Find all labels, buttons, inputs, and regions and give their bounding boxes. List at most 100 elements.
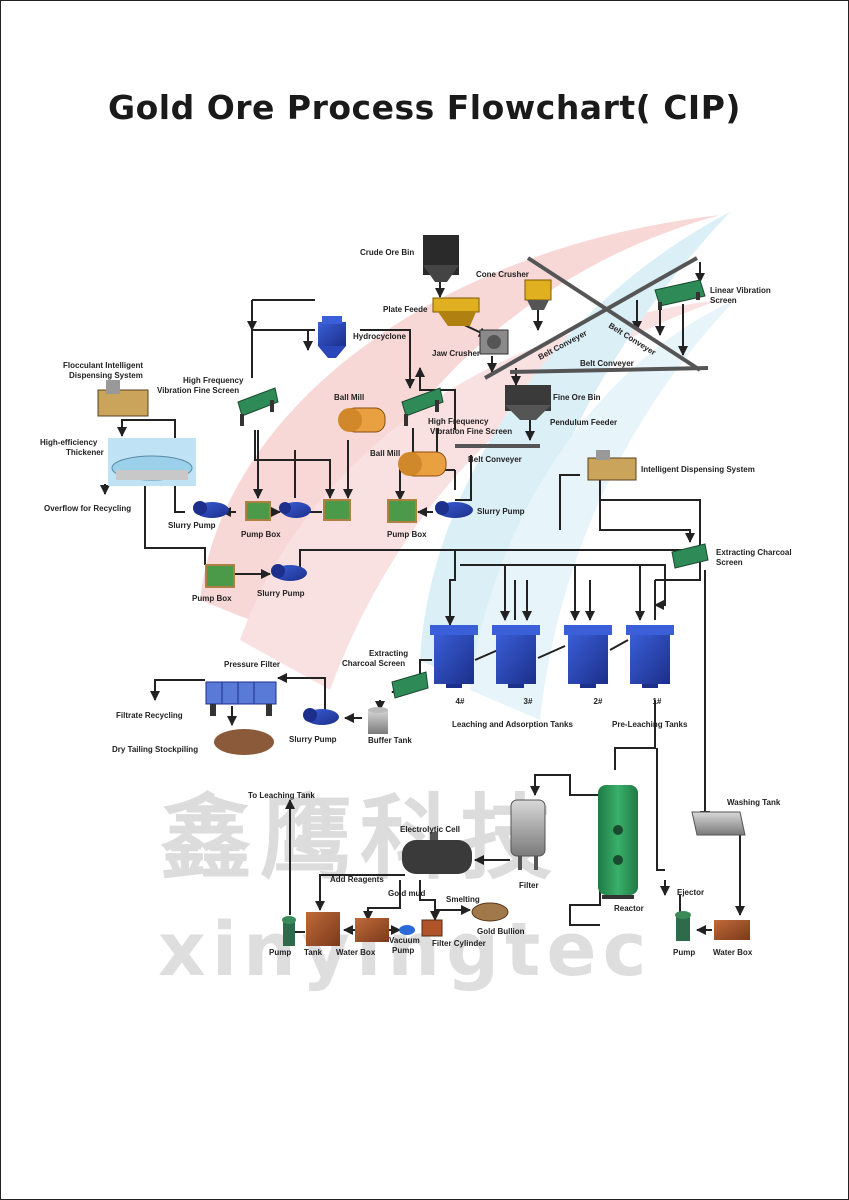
label-ball-mill-1: Ball Mill <box>334 393 364 402</box>
washing-tank <box>691 811 746 836</box>
electrolytic-cell <box>402 832 472 874</box>
pressure-filter <box>205 681 277 716</box>
label-extracting-charcoal-right-line1: Extracting Charcoal <box>716 548 792 557</box>
label-slurry-pump-4: Slurry Pump <box>289 735 337 744</box>
ball-mill-2 <box>398 451 447 477</box>
label-slurry-pump-2: Slurry Pump <box>477 507 525 516</box>
label-extracting-charcoal-left-line2: Charcoal Screen <box>342 659 405 668</box>
label-pendulum-feeder: Pendulum Feeder <box>550 418 617 427</box>
buffer-tank <box>368 707 388 734</box>
pump-box-3 <box>205 564 235 588</box>
slurry-pump-3 <box>271 564 307 581</box>
label-dry-tailing: Dry Tailing Stockpiling <box>112 745 198 754</box>
fine-ore-bin <box>505 385 551 420</box>
belt-conveyor-cross-2 <box>484 256 698 380</box>
label-extracting-charcoal-right-line2: Screen <box>716 558 743 567</box>
label-thickener-line1: High-efficiency <box>40 438 98 447</box>
hf-vibration-screen-right <box>401 387 444 426</box>
label-tank: Tank <box>304 948 323 957</box>
label-leaching-tanks: Leaching and Adsorption Tanks <box>452 720 573 729</box>
vacuum-pump <box>399 925 415 935</box>
label-cone-crusher: Cone Crusher <box>476 270 529 279</box>
label-smelting: Smelting <box>446 895 480 904</box>
watermark-english: xinyingtec <box>158 907 652 993</box>
leaching-tank-1 <box>626 625 674 688</box>
label-ejector: Ejector <box>677 888 704 897</box>
label-to-leaching-tank: To Leaching Tank <box>248 791 315 800</box>
label-ball-mill-2: Ball Mill <box>370 449 400 458</box>
label-vacuum-pump-line2: Pump <box>392 946 414 955</box>
page-title: Gold Ore Process Flowchart( CIP) <box>108 88 741 127</box>
slurry-pump-2 <box>435 501 473 518</box>
label-overflow-recycling: Overflow for Recycling <box>44 504 131 513</box>
tank-left <box>306 912 340 946</box>
intelligent-dispensing-system <box>587 450 637 481</box>
label-add-reagents: Add Reagents <box>330 875 384 884</box>
label-plate-feeder: Plate Feede <box>383 305 428 314</box>
label-jaw-crusher: Jaw Crusher <box>432 349 480 358</box>
label-flocculant-line1: Flocculant Intelligent <box>63 361 143 370</box>
slurry-pump-4 <box>303 708 339 725</box>
cone-crusher <box>524 279 552 310</box>
filter-cylinder <box>421 919 443 937</box>
label-pump-left: Pump <box>269 948 291 957</box>
label-filter: Filter <box>519 881 539 890</box>
label-belt-conveyer-4: Belt Conveyer <box>468 455 522 464</box>
label-hf-screen-left-line2: Vibration Fine Screen <box>157 386 239 395</box>
water-box-right <box>714 920 750 940</box>
leaching-tank-2 <box>564 625 612 688</box>
ball-mill-1 <box>338 407 386 433</box>
pump-left <box>282 916 296 946</box>
label-electrolytic-cell: Electrolytic Cell <box>400 825 460 834</box>
hydrocyclone <box>318 316 346 358</box>
pump-right <box>675 911 691 941</box>
label-hf-screen-left-line1: High Frequency <box>183 376 244 385</box>
label-water-box-left: Water Box <box>336 948 376 957</box>
label-pump-right: Pump <box>673 948 695 957</box>
label-washing-tank: Washing Tank <box>727 798 781 807</box>
label-tank-3: 3# <box>524 697 533 706</box>
label-crude-ore-bin: Crude Ore Bin <box>360 248 414 257</box>
label-slurry-pump-3: Slurry Pump <box>257 589 305 598</box>
label-fine-ore-bin: Fine Ore Bin <box>553 393 601 402</box>
label-filter-cylinder: Filter Cylinder <box>432 939 486 948</box>
hf-vibration-screen-left <box>237 387 279 426</box>
background-swoosh <box>200 212 735 720</box>
label-water-box-right: Water Box <box>713 948 753 957</box>
reactor <box>598 785 638 899</box>
plate-feeder <box>432 297 480 326</box>
label-buffer-tank: Buffer Tank <box>368 736 412 745</box>
jaw-crusher <box>479 329 509 355</box>
leaching-tank-3 <box>492 625 540 688</box>
crude-ore-bin <box>423 235 459 282</box>
pump-box-1 <box>245 501 271 521</box>
label-flocculant-line2: Dispensing System <box>69 371 143 380</box>
label-belt-conveyer-3: Belt Conveyer <box>580 359 634 368</box>
slurry-pump-mid <box>279 502 311 518</box>
pump-box-2 <box>387 499 417 523</box>
label-pre-leaching-tanks: Pre-Leaching Tanks <box>612 720 688 729</box>
label-linear-vibration-screen-line2: Screen <box>710 296 737 305</box>
filter-vessel <box>510 799 546 870</box>
label-tank-4: 4# <box>456 697 465 706</box>
slurry-pump-1 <box>193 501 229 518</box>
label-pump-box-2: Pump Box <box>387 530 427 539</box>
leaching-tank-4 <box>430 625 478 688</box>
label-hf-screen-right-line1: High Frequency <box>428 417 489 426</box>
pump-box-mid <box>323 499 351 521</box>
gold-bullion <box>471 902 509 922</box>
belt-conveyor-fine-ore <box>509 366 709 374</box>
label-extracting-charcoal-left-line1: Extracting <box>369 649 408 658</box>
label-gold-bullion: Gold Bullion <box>477 927 525 936</box>
belt-conveyor-cross-1 <box>526 256 702 372</box>
label-pump-box-1: Pump Box <box>241 530 281 539</box>
label-hf-screen-right-line2: Vibration Fine Screen <box>430 427 512 436</box>
label-linear-vibration-screen-line1: Linear Vibration <box>710 286 771 295</box>
label-thickener-line2: Thickener <box>66 448 104 457</box>
label-intelligent-dispensing: Intelligent Dispensing System <box>641 465 755 474</box>
thickener <box>108 438 196 486</box>
label-pressure-filter: Pressure Filter <box>224 660 280 669</box>
extracting-charcoal-screen-right <box>671 543 709 569</box>
dry-tailing-pile <box>214 729 274 755</box>
